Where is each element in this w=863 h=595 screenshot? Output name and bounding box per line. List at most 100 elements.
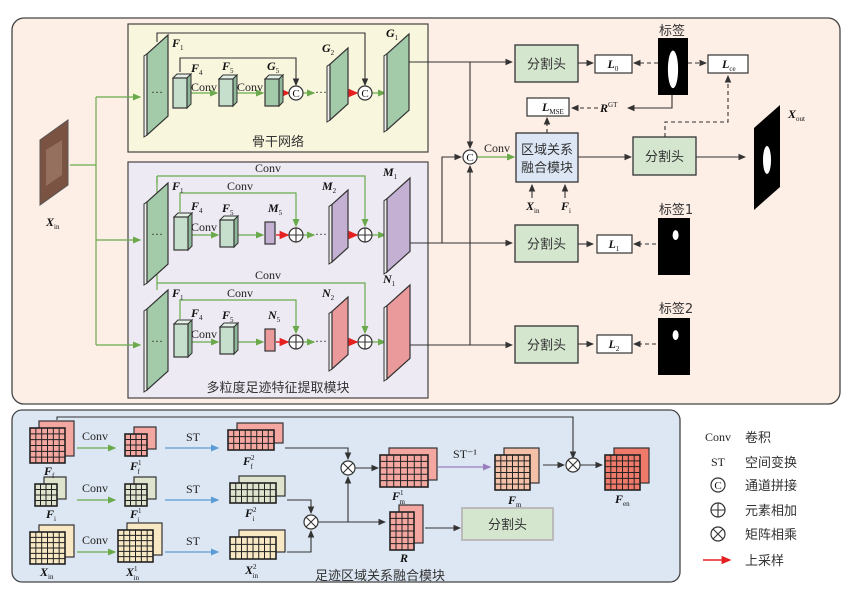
subscript: in xyxy=(134,574,140,582)
conv-label: Conv xyxy=(227,286,253,300)
subscript: 5 xyxy=(276,67,280,75)
subscript: 2 xyxy=(616,345,620,353)
f1f-grid xyxy=(124,426,157,457)
subscript: m xyxy=(400,498,406,506)
backbone-title: 骨干网络 xyxy=(252,134,304,150)
label-title-2: 标签2 xyxy=(659,301,693,317)
label-g5: G5 xyxy=(267,59,280,75)
legend-text: 元素相加 xyxy=(745,504,797,519)
concat-symbol: C xyxy=(714,480,721,492)
label-r: R xyxy=(399,551,408,565)
conv-label: Conv xyxy=(82,481,108,495)
superscript: 1 xyxy=(138,507,142,515)
symbol: G xyxy=(322,41,331,55)
fm-grid xyxy=(494,447,540,491)
symbol: L xyxy=(608,237,616,251)
conv-label: Conv xyxy=(82,429,108,443)
cube-side xyxy=(233,321,239,356)
symbol: L xyxy=(607,57,615,71)
loss-ce-label: Lce xyxy=(721,57,736,73)
n-branch-level1-slab xyxy=(386,283,411,381)
subscript: 4 xyxy=(199,207,203,215)
grid-front xyxy=(379,454,429,488)
symbol: F xyxy=(507,493,516,507)
legend-text: 卷积 xyxy=(745,430,771,446)
input-label: Xin xyxy=(525,199,540,215)
connector-arrow xyxy=(157,175,369,228)
subscript: m xyxy=(516,501,522,509)
input-label: Xin xyxy=(45,215,60,231)
n-branch-f5-cube xyxy=(218,321,240,356)
subscript: in xyxy=(48,573,54,581)
legend-text: 上采样 xyxy=(745,554,784,569)
symbol: X xyxy=(787,107,797,121)
m-branch-f5-cube xyxy=(218,214,240,249)
symbol: F xyxy=(221,59,230,73)
label-f5: F5 xyxy=(221,59,234,75)
ellipsis: ··· xyxy=(151,334,163,348)
symbol: F xyxy=(614,492,623,506)
region-module-line2: 融合模块 xyxy=(521,161,573,176)
seg-head-2 xyxy=(514,325,579,364)
f1m-grid xyxy=(379,447,438,488)
label-f1: F1 xyxy=(171,286,184,302)
subscript: 2 xyxy=(331,294,335,302)
label-g2: G2 xyxy=(322,41,335,57)
seg-head-1-label: 分割头 xyxy=(527,237,566,253)
symbol: F xyxy=(190,306,199,320)
symbol: F xyxy=(560,199,569,213)
backbone-f5-cube xyxy=(217,73,239,108)
subscript: 2 xyxy=(331,49,335,57)
connector-arrow xyxy=(626,95,673,112)
connector-arrow xyxy=(56,416,577,460)
symbol: F xyxy=(391,489,400,503)
label-g1: G1 xyxy=(386,26,399,42)
f1i-grid xyxy=(124,476,157,507)
legend-text: 空间变换 xyxy=(745,455,797,471)
symbol: N xyxy=(321,286,332,300)
subscript: i xyxy=(54,515,56,523)
conv-label: Conv xyxy=(191,327,217,341)
st-inverse-label: ST⁻¹ xyxy=(453,447,477,461)
symbol: R xyxy=(399,551,408,565)
subscript: i xyxy=(138,516,140,524)
seg-head-top-label: 分割头 xyxy=(527,57,566,73)
connector-arrow xyxy=(287,499,315,515)
seg-head-top xyxy=(514,44,579,83)
x1in-grid xyxy=(117,522,163,563)
symbol: F xyxy=(221,308,230,322)
x2in-grid xyxy=(229,529,286,560)
symbol: X xyxy=(45,215,55,229)
loss-l2-label: L2 xyxy=(608,337,620,353)
subscript: i xyxy=(569,207,571,215)
conv-label: Conv xyxy=(227,179,253,193)
superscript: 2 xyxy=(253,563,257,571)
label-m2: M2 xyxy=(321,179,337,195)
region-module-line1: 区域关系 xyxy=(521,143,573,158)
superscript: GT xyxy=(608,101,618,109)
concat-1 xyxy=(288,85,304,101)
multiscale-panel xyxy=(127,161,429,399)
ff-grid xyxy=(29,420,75,464)
label-title-1: 标签1 xyxy=(659,202,693,218)
m-branch-f1-slab xyxy=(146,181,169,285)
subscript: 2 xyxy=(333,187,337,195)
cube-front xyxy=(173,323,189,358)
subscript: 1 xyxy=(616,245,620,253)
symbol: F xyxy=(221,201,230,215)
multiply-icon xyxy=(567,459,579,471)
loss-mse-label: LMSE xyxy=(541,100,564,116)
xin-grid xyxy=(29,524,75,565)
symbol: N xyxy=(267,308,278,322)
subscript: 4 xyxy=(199,69,203,77)
label-1-image xyxy=(658,218,690,275)
m-branch-level5-block xyxy=(264,221,276,245)
fi-label: Fi xyxy=(560,199,571,215)
label-n1: N1 xyxy=(382,272,396,288)
subscript: f xyxy=(52,472,55,480)
label-fi-bottom: Fi xyxy=(45,507,56,523)
footprint-mark xyxy=(667,50,679,89)
